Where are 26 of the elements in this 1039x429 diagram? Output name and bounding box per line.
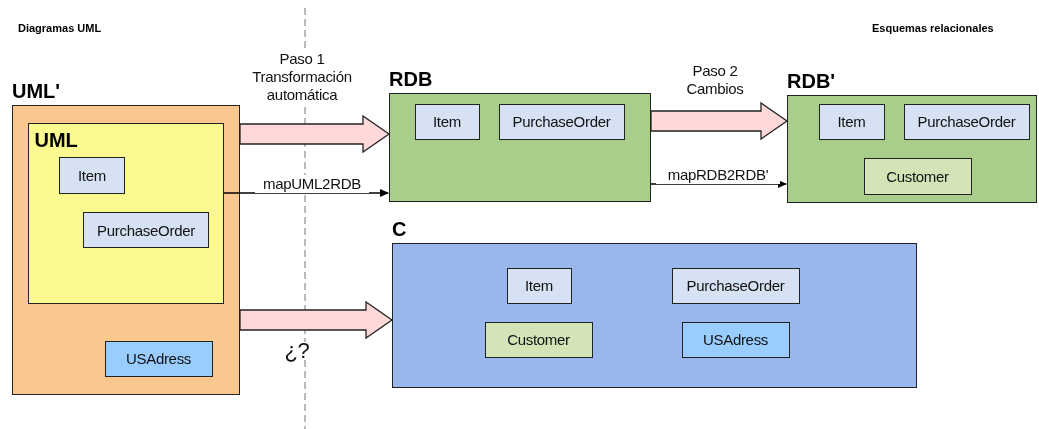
class-box: USAdress — [104, 340, 213, 377]
class-box: PurchaseOrder — [671, 267, 800, 304]
edge-label: mapUML2RDB — [255, 175, 369, 193]
arrow — [650, 180, 787, 188]
class-box: Item — [818, 103, 885, 140]
class-box: USAdress — [681, 321, 790, 358]
class-box: Customer — [863, 157, 972, 195]
section-label: Esquemas relacionales — [872, 22, 994, 34]
class-box: PurchaseOrder — [498, 103, 625, 140]
block-arrow — [650, 101, 789, 141]
box-title: UML — [34, 127, 78, 152]
package-box — [27, 122, 224, 304]
box-title: RDB' — [787, 69, 836, 94]
block-arrow — [239, 300, 394, 340]
class-box: PurchaseOrder — [903, 103, 1030, 140]
section-label: Diagramas UML — [18, 22, 102, 34]
class-box: Item — [414, 103, 480, 140]
class-box: PurchaseOrder — [83, 212, 209, 248]
box-title: UML' — [12, 79, 61, 104]
class-box: Item — [506, 267, 572, 304]
box-title: RDB — [389, 67, 433, 92]
class-box: Customer — [484, 321, 593, 358]
box-title: C — [392, 217, 407, 242]
class-box: Item — [59, 157, 125, 194]
arrow — [223, 189, 389, 197]
block-arrow — [239, 114, 391, 154]
